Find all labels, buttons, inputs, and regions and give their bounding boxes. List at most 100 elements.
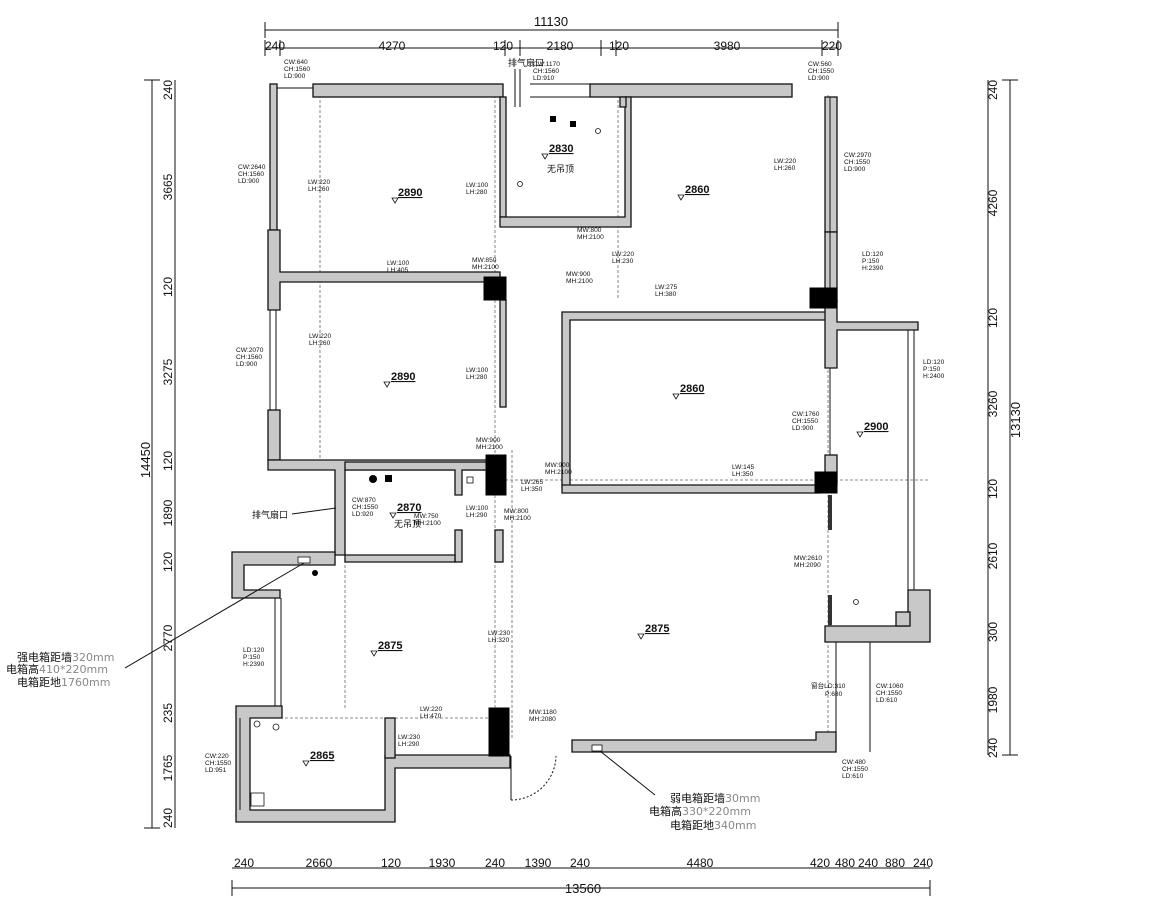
annotation-line: LW:230 <box>398 734 420 741</box>
bottom-dim-5: 240 <box>485 856 505 870</box>
right-dim-5: 120 <box>986 479 1000 499</box>
annotation-line: LD:610 <box>876 697 898 704</box>
annotation-line: MW:2610 <box>794 555 822 562</box>
room-label-5: 2860 <box>672 383 704 400</box>
strong-box-line3-label: 电箱距地 <box>17 675 61 689</box>
annotation-line: CH:1560 <box>284 66 310 73</box>
annotation-line: LW:100 <box>466 182 488 189</box>
room-label-8: 2875 <box>370 640 402 657</box>
annotation-line: MH:2100 <box>472 264 499 271</box>
annotation-line: P:680 <box>825 691 843 698</box>
right-dim-3: 120 <box>986 308 1000 328</box>
bottom-dim-2: 2660 <box>306 856 333 870</box>
right-dim-8: 1980 <box>986 686 1000 713</box>
left-dim-8: 2770 <box>161 624 175 651</box>
annotation-line: LW:100 <box>387 260 409 267</box>
annotation-line: LD:910 <box>533 75 555 82</box>
annotation-line: LH:260 <box>309 340 331 347</box>
room-label-2: 2890 <box>383 371 415 388</box>
top-dim-5: 120 <box>609 39 629 53</box>
top-dim-3: 120 <box>493 39 513 53</box>
annotation-line: CW:1760 <box>792 411 820 418</box>
annotation-line: CW:1060 <box>876 683 904 690</box>
annotation-line: MH:2100 <box>476 444 503 451</box>
svg-text:2860: 2860 <box>680 383 704 395</box>
left-dim-5: 120 <box>161 451 175 471</box>
weak-box-line3-value: 340mm <box>714 819 756 832</box>
top-dim-2: 4270 <box>379 39 406 53</box>
svg-text:电箱高330*220mm: 电箱高330*220mm <box>649 804 751 818</box>
annotation-line: LD:900 <box>844 166 866 173</box>
room-label-6: 2900 <box>856 421 888 438</box>
svg-text:2900: 2900 <box>864 421 888 433</box>
annotation-line: LW:220 <box>774 158 796 165</box>
annotation-line: CH:1550 <box>842 766 868 773</box>
annotation-line: LD:120 <box>243 647 265 654</box>
room-labels: 2890 2890 2830 无吊顶 2860 2860 2900 2870 无… <box>302 143 888 767</box>
room-7-ceiling-note: 无吊顶 <box>394 519 421 530</box>
annotation-line: LH:470 <box>420 713 442 720</box>
strong-box-line1-value: 320mm <box>72 651 114 664</box>
bottom-dim-13: 240 <box>913 856 933 870</box>
left-dim-9: 235 <box>161 703 175 723</box>
annotation-line: CH:1550 <box>844 159 870 166</box>
exhaust-fan-label-top: 排气扇口 <box>508 57 544 69</box>
bottom-dim-9: 420 <box>810 856 830 870</box>
annotation-line: CW:1170 <box>533 61 560 68</box>
structural-columns <box>483 276 838 757</box>
weak-electric-box-callout: 弱电箱距墙30mm 电箱高330*220mm 电箱距地340mm <box>649 791 760 832</box>
annotation-line: LD:900 <box>792 425 814 432</box>
svg-text:2865: 2865 <box>310 750 334 762</box>
annotation-line: CH:1560 <box>236 354 262 361</box>
annotation-line: CH:1550 <box>352 504 378 511</box>
annotation-line: MW:1180 <box>529 709 557 716</box>
annotation-line: MH:2100 <box>414 520 441 527</box>
annotation-line: LW:220 <box>420 706 442 713</box>
top-dim-7: 220 <box>822 39 842 53</box>
weak-box-line3-label: 电箱距地 <box>670 818 714 832</box>
annotation-line: MH:2090 <box>794 562 821 569</box>
annotation-line: LH:380 <box>655 291 677 298</box>
annotation-line: LH:280 <box>466 189 488 196</box>
left-dim-3: 120 <box>161 277 175 297</box>
bottom-dimensions: 13560 240 2660 120 1930 240 1390 240 448… <box>231 856 933 896</box>
svg-text:2890: 2890 <box>398 187 422 199</box>
annotation-line: LD:120 <box>923 359 945 366</box>
bottom-dim-3: 120 <box>381 856 401 870</box>
annotation-line: LD:920 <box>352 511 374 518</box>
annotation-line: P:150 <box>923 366 941 373</box>
annotation-line: CW:2970 <box>844 152 872 159</box>
annotation-line: H:2390 <box>862 265 884 272</box>
walls <box>231 83 931 823</box>
room-label-7: 2870 无吊顶 <box>389 502 421 530</box>
weak-box-line1-value: 30mm <box>725 792 760 805</box>
svg-text:2875: 2875 <box>378 640 402 652</box>
annotation-line: LW:145 <box>732 464 754 471</box>
right-dimensions: 13130 240 4260 120 3260 120 2610 300 198… <box>986 79 1023 758</box>
annotation-line: MW:800 <box>504 508 529 515</box>
left-dim-2: 3665 <box>161 173 175 200</box>
right-dim-4: 3260 <box>986 390 1000 417</box>
left-dimensions: 14450 240 3665 120 3275 120 1890 120 277… <box>138 79 176 829</box>
bottom-dim-6: 1390 <box>525 856 552 870</box>
annotation-line: LH:290 <box>466 512 488 519</box>
